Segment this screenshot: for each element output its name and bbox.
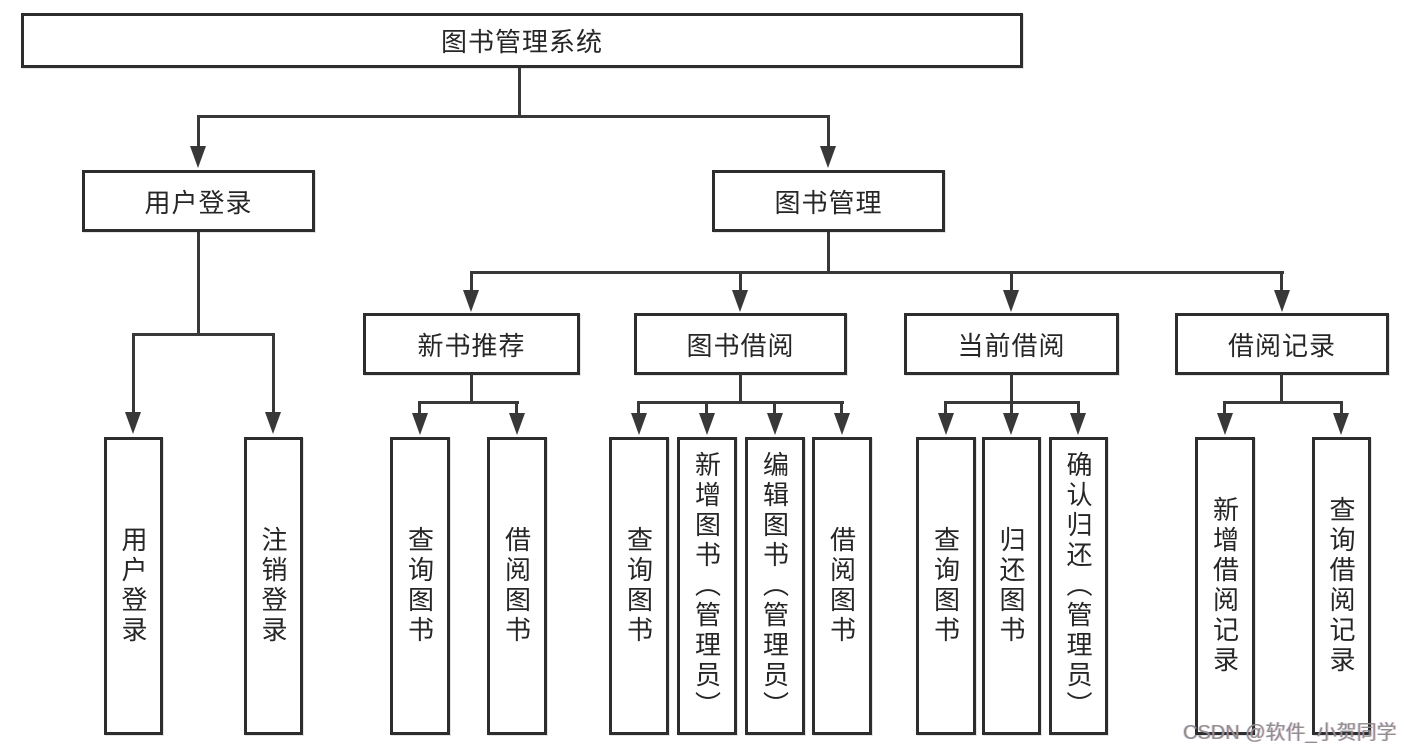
connector-drop-leaf-logout: [272, 333, 275, 413]
connector-drop-borrow-books: [840, 401, 843, 415]
node-new-book-recommend: 新书推荐: [363, 313, 580, 375]
connector-drop-book-management: [827, 115, 830, 148]
arrow-to-user-login: [190, 146, 206, 168]
connector-drop-borrow-records: [1280, 271, 1283, 291]
connector-drop-edit-books: [773, 401, 776, 415]
connector-user-login-bar: [132, 333, 275, 336]
connector-current-borrowing-stem: [1010, 374, 1013, 404]
arrow-to-book-management: [820, 146, 836, 168]
arrow-to-add-record: [1217, 413, 1233, 435]
arrow-to-book-borrowing: [732, 290, 748, 312]
connector-borrow-records-bar: [1224, 401, 1343, 404]
arrow-to-confirm-return: [1070, 413, 1086, 435]
connector-drop-current-borrowing: [1010, 271, 1013, 291]
connector-drop-leaf-login: [132, 333, 135, 413]
connector-level2-bar: [470, 271, 1284, 274]
connector-new-book-bar: [419, 401, 519, 404]
leaf-query-books-borrow: 查询图书: [609, 437, 669, 735]
arrow-to-query-current: [938, 413, 954, 435]
connector-drop-query-current: [944, 401, 947, 415]
connector-drop-query-recommend: [418, 401, 421, 415]
arrow-to-return-books: [1003, 413, 1019, 435]
arrow-to-leaf-logout: [265, 412, 281, 434]
connector-book-management-stem: [827, 232, 830, 273]
connector-drop-confirm-return: [1077, 401, 1080, 415]
arrow-to-borrow-recommend: [509, 413, 525, 435]
arrow-to-borrow-records: [1274, 290, 1290, 312]
connector-borrow-records-stem: [1280, 374, 1283, 404]
node-borrow-records: 借阅记录: [1175, 313, 1389, 375]
connector-user-login-stem: [197, 232, 200, 335]
arrow-to-current-borrowing: [1003, 290, 1019, 312]
node-library-management-system: 图书管理系统: [21, 13, 1023, 68]
arrow-to-new-book: [463, 290, 479, 312]
connector-root-stem: [518, 68, 521, 118]
leaf-borrow-books-recommend: 借阅图书: [487, 437, 547, 735]
leaf-add-borrow-record: 新增借阅记录: [1195, 437, 1255, 735]
connector-drop-borrow-recommend: [515, 401, 518, 415]
arrow-to-borrow-books: [834, 413, 850, 435]
node-current-borrowing: 当前借阅: [904, 313, 1119, 375]
connector-drop-query-borrow: [637, 401, 640, 415]
connector-book-borrowing-stem: [739, 374, 742, 404]
arrow-to-query-record: [1333, 413, 1349, 435]
csdn-watermark: CSDN @软件_小贺同学: [1183, 722, 1397, 744]
node-book-borrowing: 图书借阅: [634, 313, 847, 375]
leaf-edit-books-admin: 编辑图书（管理员）: [745, 437, 805, 735]
connector-book-borrowing-bar: [637, 401, 844, 404]
arrow-to-query-borrow: [631, 413, 647, 435]
connector-drop-user-login: [197, 115, 200, 148]
arrow-to-edit-books: [767, 413, 783, 435]
leaf-user-login: 用户登录: [104, 437, 163, 735]
node-user-login: 用户登录: [82, 170, 315, 232]
leaf-confirm-return-admin: 确认归还（管理员）: [1049, 437, 1108, 735]
leaf-logout: 注销登录: [244, 437, 303, 735]
arrow-to-add-books: [699, 413, 715, 435]
connector-drop-new-book: [470, 271, 473, 291]
leaf-borrow-books: 借阅图书: [812, 437, 872, 735]
connector-new-book-stem: [470, 374, 473, 404]
leaf-add-books-admin: 新增图书（管理员）: [677, 437, 737, 735]
node-book-management: 图书管理: [712, 170, 945, 232]
connector-drop-add-books: [705, 401, 708, 415]
arrow-to-query-recommend: [412, 413, 428, 435]
connector-drop-query-record: [1340, 401, 1343, 415]
connector-drop-add-record: [1223, 401, 1226, 415]
leaf-return-books: 归还图书: [982, 437, 1041, 735]
connector-drop-book-borrowing: [739, 271, 742, 291]
leaf-query-books-recommend: 查询图书: [390, 437, 450, 735]
arrow-to-leaf-login: [125, 412, 141, 434]
leaf-query-books-current: 查询图书: [916, 437, 976, 735]
connector-drop-return-books: [1010, 401, 1013, 415]
leaf-query-borrow-record: 查询借阅记录: [1312, 437, 1371, 735]
connector-level1-bar: [197, 115, 830, 118]
